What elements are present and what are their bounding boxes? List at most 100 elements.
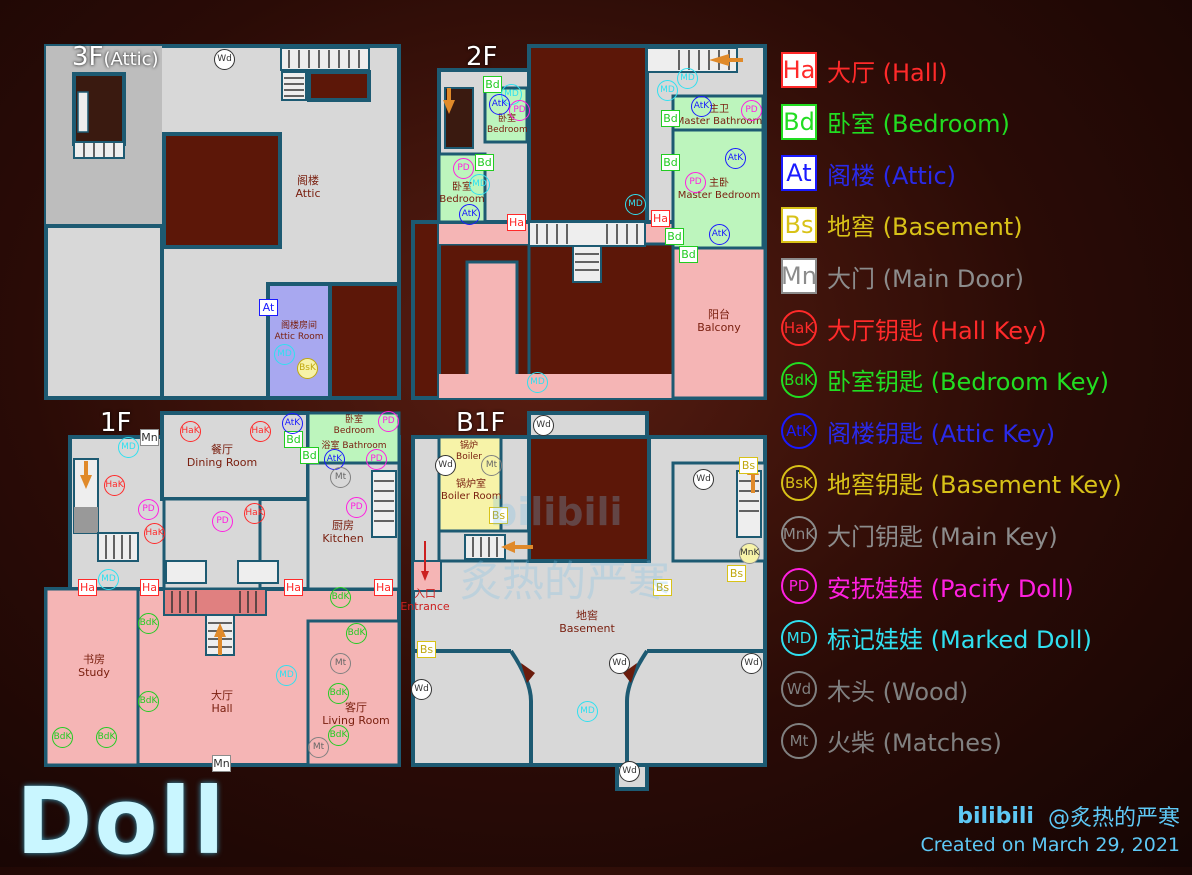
legend-bs-icon: Bs [781, 206, 817, 243]
legend-label: 卧室钥匙 (Bedroom Key) [827, 368, 1110, 397]
hall-key-marker: HaK [104, 475, 125, 496]
legend-pd-icon: PD [781, 568, 817, 604]
wood-marker: Wd [214, 49, 235, 70]
main-door-marker: Mn [140, 429, 159, 446]
bedroom-key-marker: BdK [138, 613, 159, 634]
bedroom-door-marker: Bd [475, 154, 494, 171]
legend-label: 阁楼钥匙 (Attic Key) [827, 419, 1056, 448]
legend-label: 大门钥匙 (Main Key) [827, 522, 1058, 551]
credit-line: bilibili @炙热的严寒 [957, 800, 1180, 832]
legend-label: 卧室 (Bedroom) [827, 110, 1010, 139]
floor-2f-title: 2F [466, 42, 498, 72]
legend-item-md: MD 标记娃娃 (Marked Doll) [781, 618, 1092, 658]
legend-mnk-icon: MnK [781, 516, 817, 553]
bedroom-door-marker: Bd [665, 228, 684, 245]
legend-mn-icon: Mn [781, 258, 817, 295]
pacify-doll-marker: PD [453, 158, 474, 179]
marked-doll-marker: MD [118, 437, 139, 458]
marked-doll-marker: MD [625, 194, 646, 215]
legend-label: 木头 (Wood) [827, 677, 969, 706]
bedroom-door-marker: Bd [661, 154, 680, 171]
main-key-marker: MnK [739, 543, 760, 564]
legend-item-at: At 阁楼 (Attic) [781, 153, 956, 193]
bedroom-door-marker: Bd [284, 431, 303, 448]
matches-marker: Mt [330, 653, 351, 674]
matches-marker: Mt [330, 467, 351, 488]
legend-item-bs: Bs 地窖 (Basement) [781, 205, 1023, 245]
attic-key-marker: AtK [725, 148, 746, 169]
hall-door-marker: Ha [140, 579, 159, 596]
legend-md-icon: MD [781, 619, 817, 656]
marked-doll-marker: MD [527, 372, 548, 393]
attic-door-marker: At [259, 299, 278, 316]
marked-doll-marker: MD [98, 569, 119, 590]
stairs-arrow-2f [709, 54, 729, 66]
pacify-doll-marker: PD [346, 497, 367, 518]
hall-key-marker: HaK [250, 421, 271, 442]
pacify-doll-marker: PD [685, 172, 706, 193]
legend-at-icon: At [781, 155, 817, 192]
legend-label: 大厅钥匙 (Hall Key) [827, 316, 1047, 345]
pacify-doll-marker: PD [741, 100, 762, 121]
legend-label: 大门 (Main Door) [827, 264, 1024, 293]
bedroom-key-marker: BdK [330, 587, 351, 608]
pacify-doll-marker: PD [366, 449, 387, 470]
legend-label: 安抚娃娃 (Pacify Doll) [827, 574, 1074, 603]
marked-doll-marker: MD [274, 344, 295, 365]
author-handle: @炙热的严寒 [1047, 806, 1180, 831]
floor-3f-title: 3F(Attic) [72, 42, 159, 72]
legend-item-pd: PD 安抚娃娃 (Pacify Doll) [781, 566, 1074, 606]
attic-key-marker: AtK [709, 224, 730, 245]
bedroom-door-marker: Bd [679, 246, 698, 263]
wood-marker: Wd [619, 761, 640, 782]
stairs-3f [288, 50, 360, 68]
pacify-doll-marker: PD [509, 100, 530, 121]
legend-item-mn: Mn 大门 (Main Door) [781, 256, 1024, 296]
legend-item-atk: AtK 阁楼钥匙 (Attic Key) [781, 411, 1055, 451]
marked-doll-marker: MD [276, 665, 297, 686]
bedroom-door-marker: Bd [661, 110, 680, 127]
basement-door-marker: Bs [739, 457, 758, 474]
legend-atk-icon: AtK [781, 413, 817, 450]
hall-door-marker: Ha [284, 579, 303, 596]
basement-door-marker: Bs [727, 565, 746, 582]
basement-door-marker: Bs [653, 579, 672, 596]
created-date: Created on March 29, 2021 [920, 834, 1180, 856]
legend-bsk-icon: BsK [781, 464, 817, 501]
bedroom-key-marker: BdK [52, 727, 73, 748]
attic-key-marker: AtK [691, 96, 712, 117]
attic-key-marker: AtK [282, 413, 303, 434]
legend-label: 标记娃娃 (Marked Doll) [827, 626, 1092, 655]
pacify-doll-marker: PD [138, 499, 159, 520]
basement-door-marker: Bs [417, 641, 436, 658]
wood-marker: Wd [435, 455, 456, 476]
bedroom-key-marker: BdK [96, 727, 117, 748]
legend-label: 阁楼 (Attic) [827, 161, 957, 190]
basement-key-marker: BsK [297, 358, 318, 379]
legend-label: 地窖 (Basement) [827, 213, 1023, 242]
floor-3f-plan [44, 44, 401, 400]
attic-key-marker: AtK [489, 94, 510, 115]
matches-marker: Mt [481, 455, 502, 476]
floor-2f-plan [411, 44, 767, 400]
legend-item-mnk: MnK 大门钥匙 (Main Key) [781, 514, 1058, 554]
marked-doll-marker: MD [469, 174, 490, 195]
pacify-doll-marker: PD [212, 511, 233, 532]
bedroom-key-marker: BdK [138, 691, 159, 712]
legend-label: 大厅 (Hall) [827, 58, 948, 87]
wood-marker: Wd [533, 415, 554, 436]
bedroom-key-marker: BdK [328, 725, 349, 746]
marked-doll-marker: MD [577, 701, 598, 722]
legend-wd-icon: Wd [781, 671, 817, 708]
